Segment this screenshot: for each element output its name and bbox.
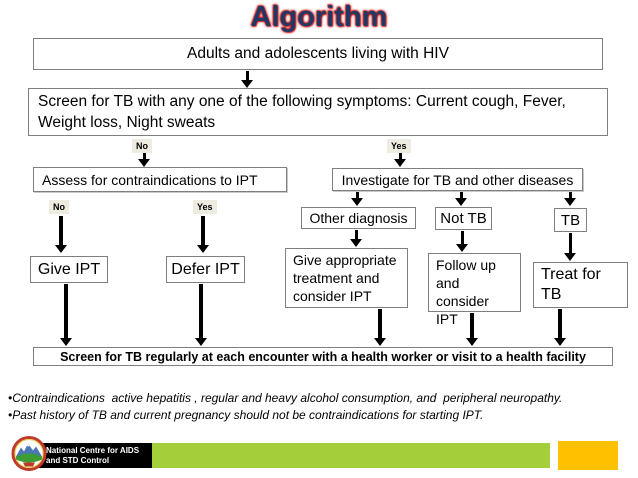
- flow-arrow: [564, 192, 576, 206]
- footer-green-bar: [152, 443, 550, 468]
- page-title: Algorithm: [250, 1, 388, 33]
- footnotes: •Contraindications active hepatitis , re…: [8, 390, 562, 424]
- box-give-ipt: Give IPT: [30, 256, 108, 283]
- footnote-contraindications: •Contraindications active hepatitis , re…: [8, 391, 563, 405]
- box-adults-adolescents-hiv: Adults and adolescents living with HIV: [33, 38, 603, 70]
- footer-orange-block: [558, 441, 618, 470]
- branch-label-no: No: [132, 139, 152, 153]
- flow-arrow: [241, 71, 253, 88]
- flow-arrow: [351, 192, 363, 206]
- flow-arrow: [564, 233, 576, 261]
- flow-arrow: [60, 284, 72, 346]
- box-investigate-tb: Investigate for TB and other diseases: [332, 168, 583, 191]
- box-assess-contraindications: Assess for contraindications to IPT: [33, 167, 287, 192]
- flow-arrow: [138, 153, 150, 167]
- box-give-appropriate-treatment: Give appropriate treatment and consider …: [285, 248, 408, 308]
- flow-arrow: [195, 284, 207, 346]
- flow-arrow: [554, 309, 566, 346]
- footer-org-line2: and STD Control: [46, 455, 110, 465]
- footer-org-line1: National Centre for AIDS: [46, 446, 140, 455]
- flow-arrow: [197, 216, 209, 253]
- footnote-past-history: •Past history of TB and current pregnanc…: [8, 408, 484, 422]
- box-tb: TB: [554, 208, 587, 232]
- box-not-tb: Not TB: [435, 207, 492, 230]
- nepal-emblem-logo: [11, 436, 47, 471]
- branch-label-yes: Yes: [387, 139, 411, 153]
- box-other-diagnosis: Other diagnosis: [301, 207, 416, 229]
- footer-org-box: National Centre for AIDS and STD Control: [36, 443, 152, 468]
- flow-arrow: [394, 153, 406, 167]
- flow-arrow: [374, 309, 386, 346]
- box-screen-regularly: Screen for TB regularly at each encounte…: [33, 347, 613, 366]
- branch-label-no: No: [49, 200, 69, 214]
- box-screen-for-tb-symptoms: Screen for TB with any one of the follow…: [28, 88, 608, 136]
- box-defer-ipt: Defer IPT: [166, 256, 245, 283]
- flow-arrow: [455, 192, 467, 206]
- box-follow-up-consider-ipt: Follow up and consider IPT: [428, 253, 521, 327]
- flow-arrow: [466, 313, 478, 346]
- box-treat-for-tb: Treat for TB: [533, 262, 628, 308]
- flow-arrow: [350, 230, 362, 247]
- flow-arrow: [55, 216, 67, 253]
- branch-label-yes: Yes: [193, 200, 217, 214]
- flow-arrow: [456, 231, 468, 252]
